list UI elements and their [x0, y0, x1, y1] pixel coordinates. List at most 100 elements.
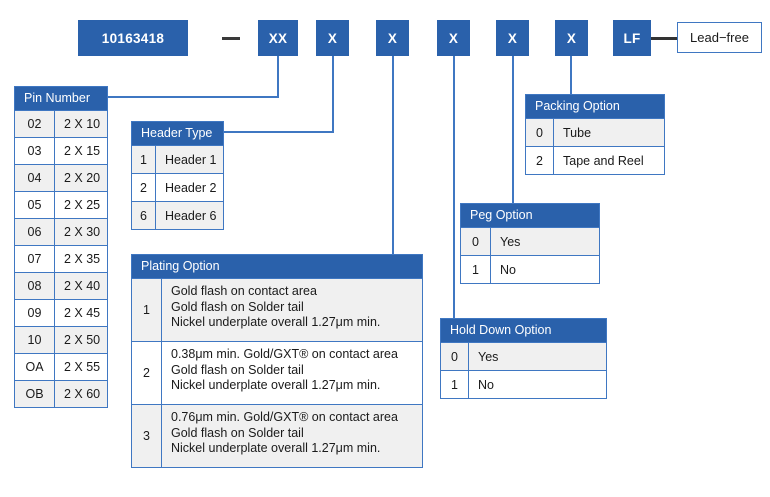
connector-plating-option-vertical: [392, 56, 394, 254]
row-value: 0.76μm min. Gold/GXT® on contact area Go…: [162, 405, 422, 467]
segment-box-pin-number[interactable]: XX: [258, 20, 298, 56]
row-code: OA: [15, 354, 55, 380]
table-row[interactable]: 6 Header 6: [132, 201, 223, 229]
row-code: 2: [132, 342, 162, 404]
lead-free-note-label: Lead−free: [690, 30, 749, 45]
table-row[interactable]: 08 2 X 40: [15, 272, 107, 299]
row-value: Header 6: [165, 208, 217, 223]
row-code: 2: [132, 174, 156, 201]
peg-option-table: Peg Option 0 Yes 1 No: [460, 203, 600, 284]
row-code: 0: [441, 343, 469, 370]
table-row[interactable]: 05 2 X 25: [15, 191, 107, 218]
plating-option-table: Plating Option 1 Gold flash on contact a…: [131, 254, 423, 468]
row-value: Tape and Reel: [563, 153, 644, 168]
part-number-base-box[interactable]: 10163418: [78, 20, 188, 56]
packing-option-table: Packing Option 0 Tube 2 Tape and Reel: [525, 94, 665, 175]
connector-hold-down-option-vertical: [453, 56, 455, 318]
table-row[interactable]: 0 Yes: [441, 342, 606, 370]
row-value-line: Nickel underplate overall 1.27μm min.: [171, 378, 381, 392]
connector-header-type-vertical: [332, 56, 334, 133]
row-value: 2 X 25: [64, 198, 101, 212]
row-value: Yes: [478, 349, 499, 364]
connector-packing-option-vertical: [570, 56, 572, 94]
segment-box-lead-free[interactable]: LF: [613, 20, 651, 56]
part-number-dash: [222, 37, 240, 40]
row-value: 2 X 15: [64, 144, 101, 158]
row-value: 0.38μm min. Gold/GXT® on contact area Go…: [162, 342, 422, 404]
row-code: 06: [15, 219, 55, 245]
row-value-line: Nickel underplate overall 1.27μm min.: [171, 315, 381, 329]
lead-free-connector-line: [651, 37, 677, 40]
table-row[interactable]: 2 Header 2: [132, 173, 223, 201]
row-value: No: [500, 262, 516, 277]
connector-pin-number-vertical: [277, 56, 279, 98]
table-row[interactable]: 2 0.38μm min. Gold/GXT® on contact area …: [132, 341, 422, 404]
row-value: 2 X 60: [64, 387, 101, 401]
row-code: 1: [132, 146, 156, 173]
table-row[interactable]: 04 2 X 20: [15, 164, 107, 191]
row-code: 0: [461, 228, 491, 255]
row-code: 09: [15, 300, 55, 326]
table-row[interactable]: 3 0.76μm min. Gold/GXT® on contact area …: [132, 404, 422, 467]
pin-number-table-header: Pin Number: [15, 87, 107, 110]
row-code: OB: [15, 381, 55, 407]
row-code: 2: [526, 147, 554, 174]
table-row[interactable]: OB 2 X 60: [15, 380, 107, 407]
table-row[interactable]: 1 Header 1: [132, 145, 223, 173]
table-row[interactable]: 02 2 X 10: [15, 110, 107, 137]
plating-option-table-header: Plating Option: [132, 255, 422, 278]
table-row[interactable]: 0 Tube: [526, 118, 664, 146]
table-row[interactable]: 10 2 X 50: [15, 326, 107, 353]
row-value: Yes: [500, 234, 521, 249]
table-row[interactable]: 03 2 X 15: [15, 137, 107, 164]
row-code: 10: [15, 327, 55, 353]
hold-down-option-table: Hold Down Option 0 Yes 1 No: [440, 318, 607, 399]
row-value: No: [478, 377, 494, 392]
segment-box-hold-down-option[interactable]: X: [437, 20, 470, 56]
row-value: 2 X 45: [64, 306, 101, 320]
row-value: Tube: [563, 125, 592, 140]
row-code: 1: [441, 371, 469, 398]
segment-label-0: XX: [268, 30, 288, 46]
table-row[interactable]: OA 2 X 55: [15, 353, 107, 380]
row-value-line: Gold flash on Solder tail: [171, 425, 304, 440]
segment-box-packing-option[interactable]: X: [555, 20, 588, 56]
segment-box-peg-option[interactable]: X: [496, 20, 529, 56]
row-code: 02: [15, 111, 55, 137]
table-row[interactable]: 09 2 X 45: [15, 299, 107, 326]
connector-peg-option-vertical: [512, 56, 514, 203]
row-code: 3: [132, 405, 162, 467]
segment-label-2: X: [387, 30, 398, 46]
row-value: 2 X 40: [64, 279, 101, 293]
table-row[interactable]: 0 Yes: [461, 227, 599, 255]
segment-label-3: X: [448, 30, 459, 46]
table-row[interactable]: 07 2 X 35: [15, 245, 107, 272]
row-code: 1: [461, 256, 491, 283]
row-value-line: Gold flash on Solder tail: [171, 362, 304, 377]
row-value-line: Gold flash on Solder tail: [171, 299, 304, 314]
connector-header-type-horizontal: [224, 131, 334, 133]
row-code: 07: [15, 246, 55, 272]
row-code: 0: [526, 119, 554, 146]
table-row[interactable]: 06 2 X 30: [15, 218, 107, 245]
row-value-line: Gold flash on contact area: [171, 284, 317, 298]
row-value: 2 X 30: [64, 225, 101, 239]
table-row[interactable]: 1 Gold flash on contact area Gold flash …: [132, 278, 422, 341]
row-value: Header 2: [165, 180, 217, 195]
part-number-base-label: 10163418: [101, 30, 165, 46]
pin-number-table: Pin Number 02 2 X 10 03 2 X 15 04 2 X 20…: [14, 86, 108, 408]
row-code: 05: [15, 192, 55, 218]
table-row[interactable]: 1 No: [461, 255, 599, 283]
connector-pin-number-horizontal: [108, 96, 279, 98]
row-value: 2 X 55: [64, 360, 101, 374]
row-value: Gold flash on contact area Gold flash on…: [162, 279, 422, 341]
segment-box-plating-option[interactable]: X: [376, 20, 409, 56]
segment-box-header-type[interactable]: X: [316, 20, 349, 56]
packing-option-table-header: Packing Option: [526, 95, 664, 118]
row-value: Header 1: [165, 152, 217, 167]
table-row[interactable]: 1 No: [441, 370, 606, 398]
table-row[interactable]: 2 Tape and Reel: [526, 146, 664, 174]
row-value: 2 X 20: [64, 171, 101, 185]
row-value: 2 X 10: [64, 117, 101, 131]
